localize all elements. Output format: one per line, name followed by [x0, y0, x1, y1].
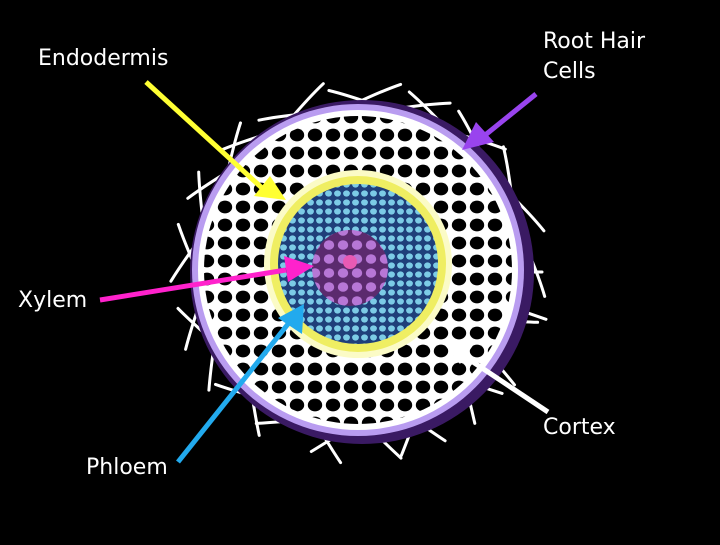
label-root-hair-cells: Root Hair Cells [543, 27, 645, 87]
root-hair [184, 310, 199, 351]
phloem-arrow [176, 304, 304, 464]
root-hair-arrow [462, 92, 538, 150]
label-root-hair-line1: Root Hair [543, 29, 646, 54]
label-root-hair-line2: Cells [543, 59, 596, 84]
endodermis-arrow [144, 80, 286, 200]
xylem-arrow [99, 256, 314, 303]
label-phloem: Phloem [86, 455, 168, 480]
label-xylem: Xylem [18, 288, 88, 313]
cortex-arrow [444, 344, 550, 415]
label-cortex: Cortex [543, 415, 616, 440]
label-endodermis: Endodermis [38, 46, 169, 71]
